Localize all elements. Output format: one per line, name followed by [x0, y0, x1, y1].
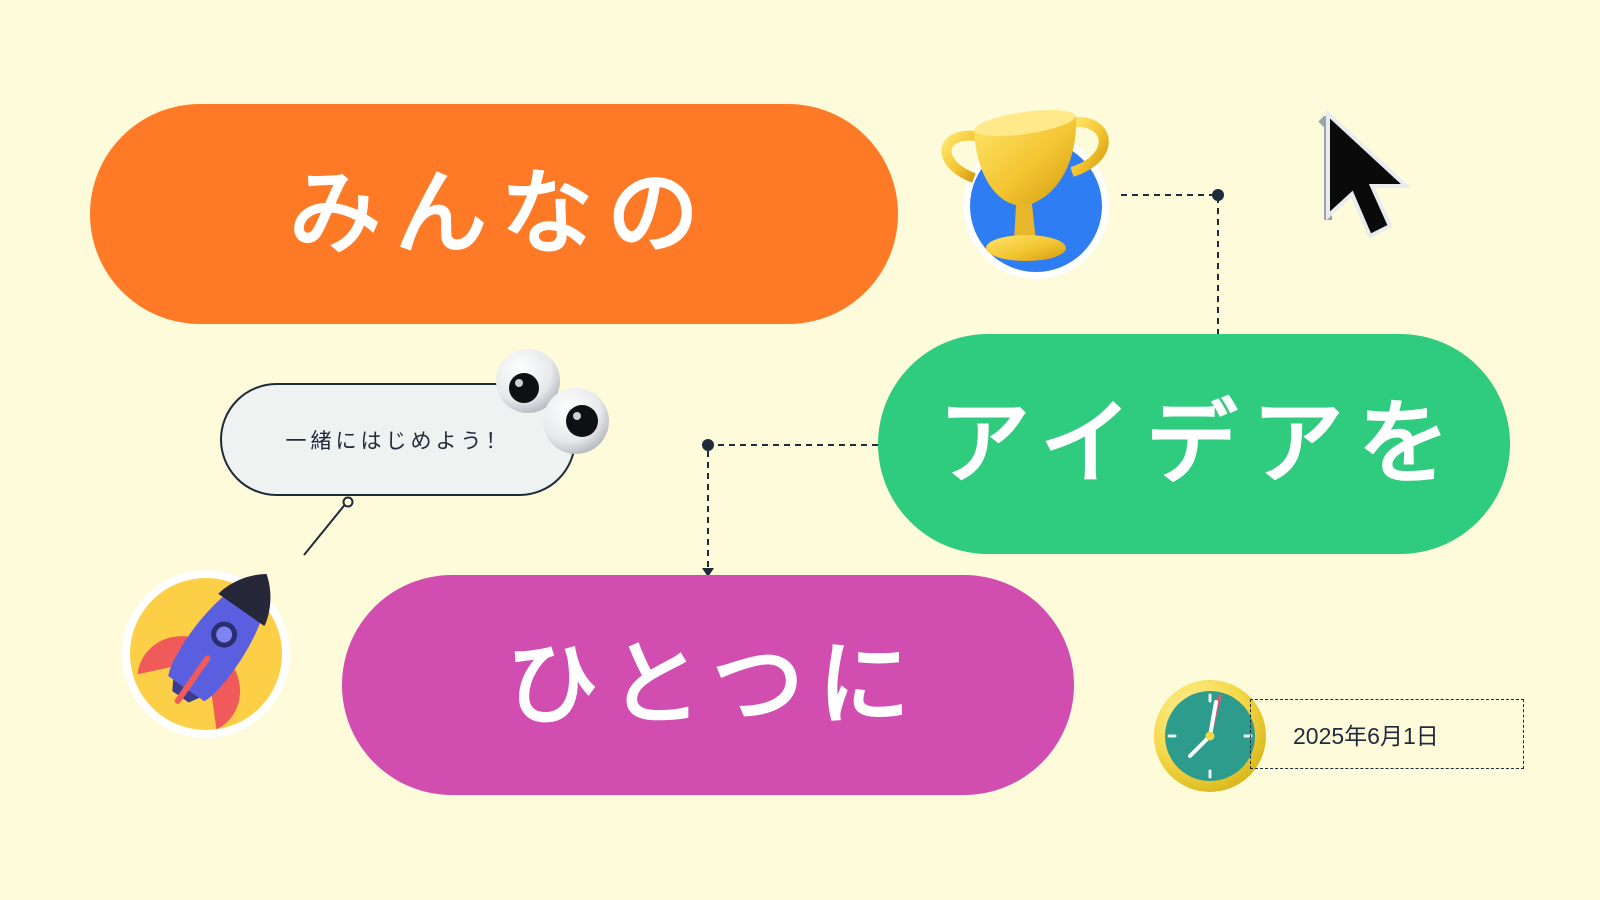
date-text: 2025年6月1日 — [1293, 723, 1439, 749]
title-line-1: みんなの — [288, 160, 713, 267]
title-line-3: ひとつに — [506, 631, 924, 738]
connector-trophy-idea — [1121, 194, 1219, 334]
bubble-text: 一緒にはじめよう！ — [285, 428, 511, 453]
connector-idea-one — [707, 444, 878, 568]
title-pill-hitotsu: ひとつに — [342, 575, 1074, 795]
trophy-icon — [941, 109, 1109, 279]
cursor-icon — [1318, 109, 1412, 239]
date-box: 2025年6月1日 — [1250, 699, 1524, 769]
title-pill-minna: みんなの — [90, 104, 898, 324]
connector-dot — [702, 439, 714, 451]
title-pill-idea: アイデアを — [878, 334, 1510, 554]
rocket-icon — [122, 570, 290, 738]
title-line-2: アイデアを — [938, 390, 1464, 497]
connector-dot — [1212, 189, 1224, 201]
connector-dot — [342, 496, 354, 508]
clock-icon — [1154, 680, 1266, 792]
googly-eyes-icon — [496, 349, 609, 454]
connector-rocket-bubble — [303, 501, 348, 556]
